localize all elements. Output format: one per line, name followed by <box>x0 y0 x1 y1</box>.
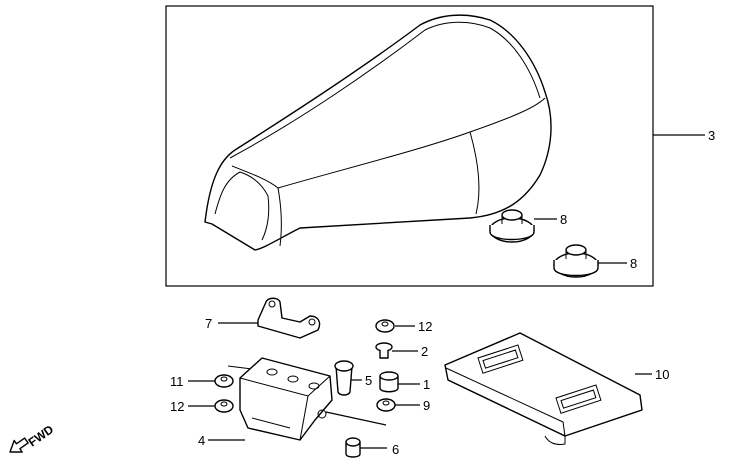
nut-left-drawing <box>214 374 234 413</box>
cap-drawing <box>345 437 361 458</box>
callout-rubber: 1 <box>423 377 430 392</box>
washer-right-drawing <box>376 398 396 412</box>
cushion-upper-drawing <box>489 209 535 243</box>
cushion-lower-drawing <box>553 244 599 278</box>
callout-nut-left-upper: 11 <box>170 374 184 389</box>
callout-seat: 3 <box>708 128 715 143</box>
nut-top-drawing <box>375 319 395 333</box>
collar-drawing <box>334 360 354 396</box>
bolt-drawing <box>375 342 393 359</box>
callout-collar: 5 <box>365 373 372 388</box>
fwd-label: FWD <box>26 422 57 449</box>
rubber-drawing <box>379 371 399 393</box>
callout-cushion-upper: 8 <box>560 212 567 227</box>
bracket-drawing <box>257 297 321 339</box>
callout-bolt: 2 <box>421 344 428 359</box>
callout-cushion-lower: 8 <box>630 256 637 271</box>
callout-nut-top: 12 <box>418 319 432 334</box>
callout-hinge: 4 <box>198 433 205 448</box>
leader-lines <box>188 134 705 449</box>
seat-group-frame <box>165 5 654 287</box>
callout-cap: 6 <box>392 442 399 457</box>
hinge-drawing <box>227 357 333 441</box>
fwd-arrow-icon <box>9 437 29 453</box>
callout-nut-left-lower: 12 <box>170 399 184 414</box>
callout-bracket: 7 <box>205 316 212 331</box>
callout-pouch: 10 <box>655 367 669 382</box>
seat-drawing <box>204 14 552 251</box>
callout-washer-right: 9 <box>423 398 430 413</box>
pouch-drawing <box>444 332 643 445</box>
